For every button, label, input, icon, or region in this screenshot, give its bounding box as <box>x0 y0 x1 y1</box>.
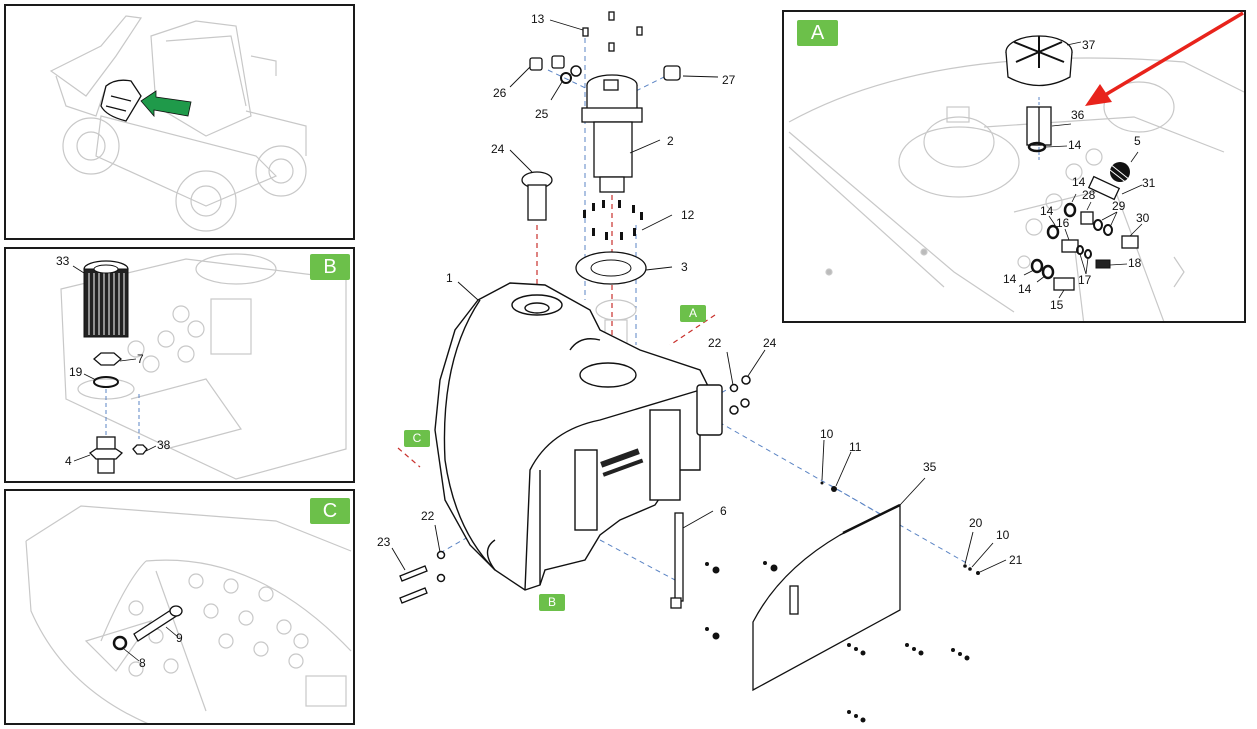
callout-31: 31 <box>1142 176 1156 190</box>
bolt-18 <box>1095 259 1111 269</box>
callout-2: 2 <box>667 134 674 148</box>
view-badge-b: B <box>310 254 350 280</box>
callout-14a: 14 <box>1068 138 1082 152</box>
callout-19: 19 <box>69 365 83 379</box>
callout-4: 4 <box>65 454 72 468</box>
callout-6: 6 <box>720 504 727 518</box>
callout-25: 25 <box>535 107 549 121</box>
tank-highlight <box>100 79 142 122</box>
detail-b-illustration <box>60 253 347 480</box>
filter-element-33 <box>83 260 129 338</box>
callout-29: 29 <box>1112 199 1126 213</box>
callout-18: 18 <box>1128 256 1142 270</box>
detail-a-illustration <box>788 35 1244 321</box>
fitting-31 <box>1087 175 1121 201</box>
decal <box>600 448 644 477</box>
bolt-9 <box>133 605 183 642</box>
nut-28 <box>1080 211 1094 225</box>
nut-left <box>436 573 446 583</box>
nut-38 <box>132 444 148 455</box>
view-marker-b[interactable]: B <box>539 594 565 611</box>
breather-cap-37 <box>1005 35 1073 87</box>
view-marker-c[interactable]: C <box>404 430 430 447</box>
bolts-13 <box>582 11 643 52</box>
callout-7: 7 <box>137 352 144 366</box>
callout-22-left: 22 <box>421 509 435 523</box>
callout-24-top: 24 <box>491 142 505 156</box>
fitting-26 <box>529 57 543 71</box>
callout-36: 36 <box>1071 108 1085 122</box>
view-badge-c: C <box>310 498 350 524</box>
callout-30: 30 <box>1136 211 1150 225</box>
callout-14d: 14 <box>1003 272 1017 286</box>
seal-29b <box>1103 224 1113 236</box>
callout-21: 21 <box>1009 553 1023 567</box>
callout-5: 5 <box>1134 134 1141 148</box>
callout-11: 11 <box>849 440 862 454</box>
callout-14b: 14 <box>1072 175 1086 189</box>
oring-19 <box>93 376 119 388</box>
seal-14-top <box>1027 141 1047 153</box>
nut-7 <box>93 352 122 366</box>
bolts-23 <box>399 565 428 604</box>
seal-14b <box>1063 202 1077 218</box>
callout-8: 8 <box>139 656 146 670</box>
adapter-36 <box>1026 106 1052 146</box>
plug-5 <box>1109 162 1131 185</box>
return-filter-2 <box>581 74 643 193</box>
leader-lines <box>391 19 1007 573</box>
detail-b-panel: B 33 7 19 4 38 <box>4 247 355 483</box>
seal-14d <box>1030 258 1044 274</box>
bracket-6 <box>670 512 684 609</box>
washer-22-left <box>436 550 446 560</box>
callout-17: 17 <box>1078 273 1092 287</box>
washer-8 <box>112 635 128 651</box>
callout-33: 33 <box>56 254 70 268</box>
machine-illustration <box>49 15 307 232</box>
callout-23: 23 <box>377 535 391 549</box>
callout-20: 20 <box>969 516 983 530</box>
callout-10-right: 10 <box>996 528 1010 542</box>
oring-25a <box>560 72 572 84</box>
cover-plate-35 <box>752 503 901 692</box>
callout-14e: 14 <box>1018 282 1032 296</box>
callout-28: 28 <box>1082 188 1096 202</box>
seal-14e <box>1041 264 1055 280</box>
detail-b-leaders <box>72 265 157 462</box>
callout-22-right: 22 <box>708 336 722 350</box>
detail-c-illustration <box>25 505 352 723</box>
view-badge-a: A <box>797 20 838 46</box>
callout-14c: 14 <box>1040 204 1054 218</box>
callout-37: 37 <box>1082 38 1096 52</box>
callout-9: 9 <box>176 631 183 645</box>
callout-10-mid: 10 <box>820 427 834 441</box>
breather-24 <box>521 171 553 221</box>
callout-35: 35 <box>923 460 937 474</box>
green-pointer-arrow <box>140 90 192 118</box>
fitting-4 <box>88 436 124 474</box>
detail-a-panel: A 37 36 14 5 14 31 28 14 29 16 30 14 17 … <box>782 10 1246 323</box>
overview-panel <box>4 4 355 240</box>
fitting-27 <box>663 65 681 81</box>
hydraulic-tank-1 <box>434 282 723 591</box>
callout-3: 3 <box>681 260 688 274</box>
detail-c-panel: C 9 8 <box>4 489 355 725</box>
seal-14c <box>1046 224 1060 240</box>
seal-29a <box>1093 219 1103 231</box>
callout-26: 26 <box>493 86 507 100</box>
callout-15: 15 <box>1050 298 1064 312</box>
fasteners-right <box>729 375 751 415</box>
callout-24-right: 24 <box>763 336 777 350</box>
flange-3 <box>575 251 647 285</box>
callout-1: 1 <box>446 271 453 285</box>
callout-27: 27 <box>722 73 736 87</box>
loose-fasteners <box>705 481 980 723</box>
callout-38: 38 <box>157 438 171 452</box>
view-marker-a[interactable]: A <box>680 305 706 322</box>
bolts-12 <box>583 200 643 240</box>
callout-12: 12 <box>681 208 695 222</box>
callout-16: 16 <box>1056 216 1070 230</box>
callout-13: 13 <box>531 12 545 26</box>
oring-25b <box>570 65 582 77</box>
